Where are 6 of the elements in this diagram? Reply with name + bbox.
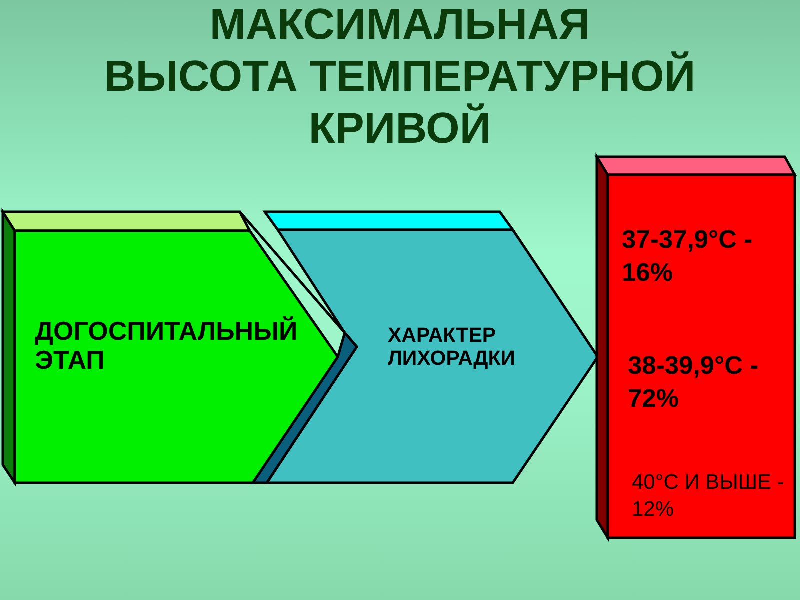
step-label: ДОГОСПИТАЛЬНЫЙ ЭТАП <box>35 317 298 375</box>
slide-title: МАКСИМАЛЬНАЯ ВЫСОТА ТЕМПЕРАТУРНОЙ КРИВОЙ <box>104 0 696 155</box>
percentage-text: 37-37,9°C - 16% <box>622 225 754 289</box>
step-label: ХАРАКТЕР ЛИХОРАДКИ <box>388 324 516 370</box>
percentage-text: 38-39,9°C - 72% <box>628 351 760 415</box>
percentage-text: 40°C И ВЫШЕ - 12% <box>632 470 786 523</box>
